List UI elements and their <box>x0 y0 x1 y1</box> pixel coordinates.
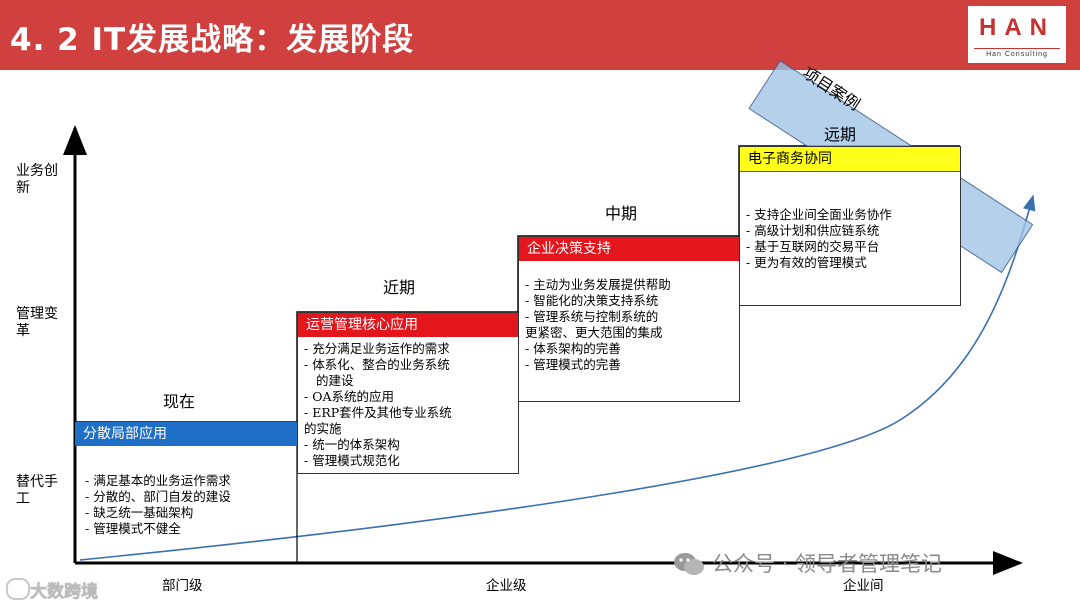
stage-2-item: - 统一的体系架构 <box>304 437 400 452</box>
slide-title: 4. 2 IT发展战略：发展阶段 <box>10 22 415 58</box>
phase-now: 现在 <box>163 392 196 411</box>
stage-items-1: - 满足基本的业务运作需求 - 分散的、部门自发的建设 - 缺乏统一基础架构 -… <box>85 473 231 537</box>
stage-1-item: - 满足基本的业务运作需求 <box>85 473 231 488</box>
phase-mid: 中期 <box>605 204 638 223</box>
stage-3-item: - 管理模式的完善 <box>525 357 621 372</box>
y-level-reform: 管理变革 <box>16 306 58 339</box>
stage-3-item: 更紧密、更大范围的集成 <box>525 325 663 340</box>
stage-box-1: 分散局部应用 - 满足基本的业务运作需求 - 分散的、部门自发的建设 - 缺乏统… <box>75 422 297 563</box>
phase-near: 近期 <box>383 278 416 297</box>
x-level-inter-enterprise: 企业间 <box>843 578 884 594</box>
stage-3-item: - 智能化的决策支持系统 <box>525 293 659 308</box>
logo-rule <box>974 48 1060 49</box>
x-level-department: 部门级 <box>162 578 203 594</box>
stage-box-4: 电子商务协同 - 支持企业间全面业务协作 - 高级计划和供应链系统 - 基于互联… <box>739 146 961 306</box>
stage-4-item: - 高级计划和供应链系统 <box>746 223 880 238</box>
stage-box-2: 运营管理核心应用 - 充分满足业务运作的需求 - 体系化、整合的业务系统 的建设… <box>297 312 519 474</box>
wechat-icon <box>674 553 704 575</box>
stage-4-item: - 更为有效的管理模式 <box>746 255 867 270</box>
stage-2-item: - 管理模式规范化 <box>304 453 400 468</box>
stage-1-item: - 管理模式不健全 <box>85 521 181 536</box>
stage-4-item: - 支持企业间全面业务协作 <box>746 207 892 222</box>
growth-curve <box>79 194 1036 561</box>
stage-items-4: - 支持企业间全面业务协作 - 高级计划和供应链系统 - 基于互联网的交易平台 … <box>746 207 892 271</box>
stage-1-item: - 分散的、部门自发的建设 <box>85 489 231 504</box>
stage-1-item: - 缺乏统一基础架构 <box>85 505 194 520</box>
stage-3-item: - 管理系统与控制系统的 <box>525 309 659 324</box>
title-bar <box>0 0 1080 70</box>
logo-subtitle: Han Consulting <box>986 51 1048 58</box>
corner-watermark: 大数跨境 <box>30 582 98 602</box>
y-level-manual: 替代手工 <box>16 474 58 507</box>
stage-items-2: - 充分满足业务运作的需求 - 体系化、整合的业务系统 的建设 - OA系统的应… <box>304 341 452 469</box>
stage-items-3: - 主动为业务发展提供帮助 - 智能化的决策支持系统 - 管理系统与控制系统的 … <box>525 277 671 373</box>
wechat-watermark: 公众号 · 领导者管理笔记 <box>712 552 943 576</box>
stage-2-item: 的建设 <box>316 373 354 388</box>
han-logo: HAN Han Consulting <box>968 6 1066 63</box>
y-level-innovation: 业务创新 <box>16 163 58 196</box>
phase-far: 远期 <box>824 125 857 144</box>
stage-heading-2: 运营管理核心应用 <box>298 313 518 337</box>
logo-word: HAN <box>979 14 1055 41</box>
stage-heading-1: 分散局部应用 <box>75 422 297 446</box>
stage-2-item: - ERP套件及其他专业系统 <box>304 405 452 420</box>
stage-2-item: - 体系化、整合的业务系统 <box>304 357 450 372</box>
stage-2-item: - OA系统的应用 <box>304 389 394 404</box>
stage-4-item: - 基于互联网的交易平台 <box>746 239 880 254</box>
x-level-enterprise: 企业级 <box>486 578 527 594</box>
stage-3-item: - 主动为业务发展提供帮助 <box>525 277 671 292</box>
stage-2-item: - 充分满足业务运作的需求 <box>304 341 450 356</box>
stage-3-item: - 体系架构的完善 <box>525 341 621 356</box>
corner-logo-icon <box>6 578 30 600</box>
stage-heading-3: 企业决策支持 <box>519 237 739 261</box>
stage-heading-4: 电子商务协同 <box>740 147 960 172</box>
stage-box-3: 企业决策支持 - 主动为业务发展提供帮助 - 智能化的决策支持系统 - 管理系统… <box>518 236 740 402</box>
stage-2-item: 的实施 <box>304 421 342 436</box>
